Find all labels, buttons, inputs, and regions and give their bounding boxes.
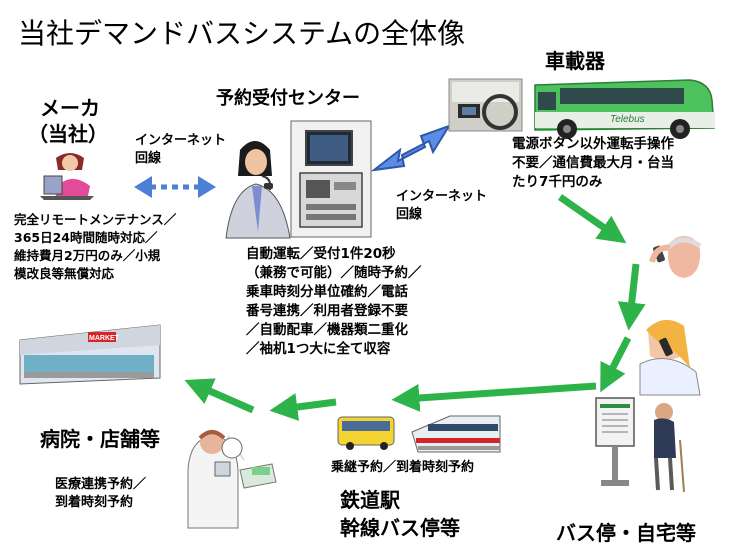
station-subtitle: 幹線バス停等 [340, 516, 460, 540]
center-title: 予約受付センター [216, 88, 360, 109]
maker-note: 維持費月2万円のみ／小規 [14, 248, 161, 263]
center-note: ／袖机1つ大に全て収容 [246, 341, 391, 357]
flow-arrow-station-to-hospital [269, 393, 337, 421]
doctor-icon [187, 430, 277, 529]
center-notes: 自動運転／受付1件20秒 （兼務で可能）／随時予約／ 乗車時刻分単位確約／電話 … [246, 245, 422, 359]
maker-subtitle: （当社） [28, 122, 108, 146]
vehicle-title: 車載器 [545, 49, 605, 73]
bus-stop-sign-icon [595, 397, 635, 486]
internet-arrow-right-icon [370, 124, 452, 172]
bus-brand-text: Telebus [610, 114, 645, 125]
market-sign-text: MARKET [89, 335, 120, 342]
maker-note: 365日24時間随時対応／ [14, 230, 158, 245]
station-notes: 乗継予約／到着時刻予約 [331, 460, 475, 475]
vehicle-note: 不要／通信費最大月・台当 [512, 155, 674, 171]
internet-right-line: インターネット [396, 189, 488, 204]
phone-elder-icon [649, 236, 702, 278]
train-icon [411, 415, 501, 453]
vehicle-notes: 電源ボタン以外運転手操作 不要／通信費最大月・台当 たり7千円のみ [512, 135, 674, 192]
city-bus-icon [337, 416, 395, 450]
vehicle-note: 電源ボタン以外運転手操作 [512, 136, 674, 152]
hospital-note: 到着時刻予約 [55, 495, 134, 510]
supermarket-icon [19, 324, 161, 385]
reservation-server-icon [290, 120, 372, 238]
operator-icon [225, 141, 291, 239]
flow-arrow-stop-to-station [391, 382, 597, 412]
diagram-title: 当社デマンドバスシステムの全体像 [18, 17, 466, 50]
flow-arrow-hospital-to-market [184, 378, 255, 414]
minibus-icon [534, 79, 715, 139]
center-note: 番号連携／利用者登録不要 [246, 303, 408, 319]
hospital-note: 医療連携予約／ [55, 477, 147, 492]
center-note: （兼務で可能）／随時予約／ [246, 265, 422, 281]
maker-title: メーカ [40, 96, 100, 120]
elder-cane-icon [654, 403, 685, 493]
laptop-person-icon [40, 153, 94, 200]
internet-left-line: インターネット [135, 133, 227, 148]
maker-notes: 完全リモートメンテナンス／ 365日24時間随時対応／ 維持費月2万円のみ／小規… [14, 211, 176, 283]
internet-arrow-left-icon [134, 176, 216, 198]
busstop-title: バス停・自宅等 [556, 521, 696, 545]
hospital-notes: 医療連携予約／ 到着時刻予約 [55, 476, 146, 512]
center-note: ／自動配車／機器類二重化 [246, 322, 408, 338]
internet-left-label: インターネット 回線 [135, 132, 226, 168]
flow-arrow-woman-to-stop [600, 336, 632, 393]
hospital-title: 病院・店舗等 [40, 427, 160, 451]
internet-right-line: 回線 [396, 207, 423, 222]
flow-arrow-phone-to-woman [617, 263, 646, 331]
phone-woman-icon [639, 319, 701, 396]
maker-note: 完全リモートメンテナンス／ [14, 212, 177, 227]
vehicle-note: たり7千円のみ [512, 174, 603, 190]
center-note: 自動運転／受付1件20秒 [246, 246, 396, 262]
internet-left-line: 回線 [135, 151, 162, 166]
maker-note: 模改良等無償対応 [14, 266, 115, 281]
internet-right-label: インターネット 回線 [396, 188, 487, 224]
bus-cab-icon [448, 78, 523, 132]
flow-arrow-vehicle-to-phone [557, 194, 627, 244]
station-title: 鉄道駅 [340, 488, 400, 512]
center-note: 乗車時刻分単位確約／電話 [246, 284, 408, 300]
